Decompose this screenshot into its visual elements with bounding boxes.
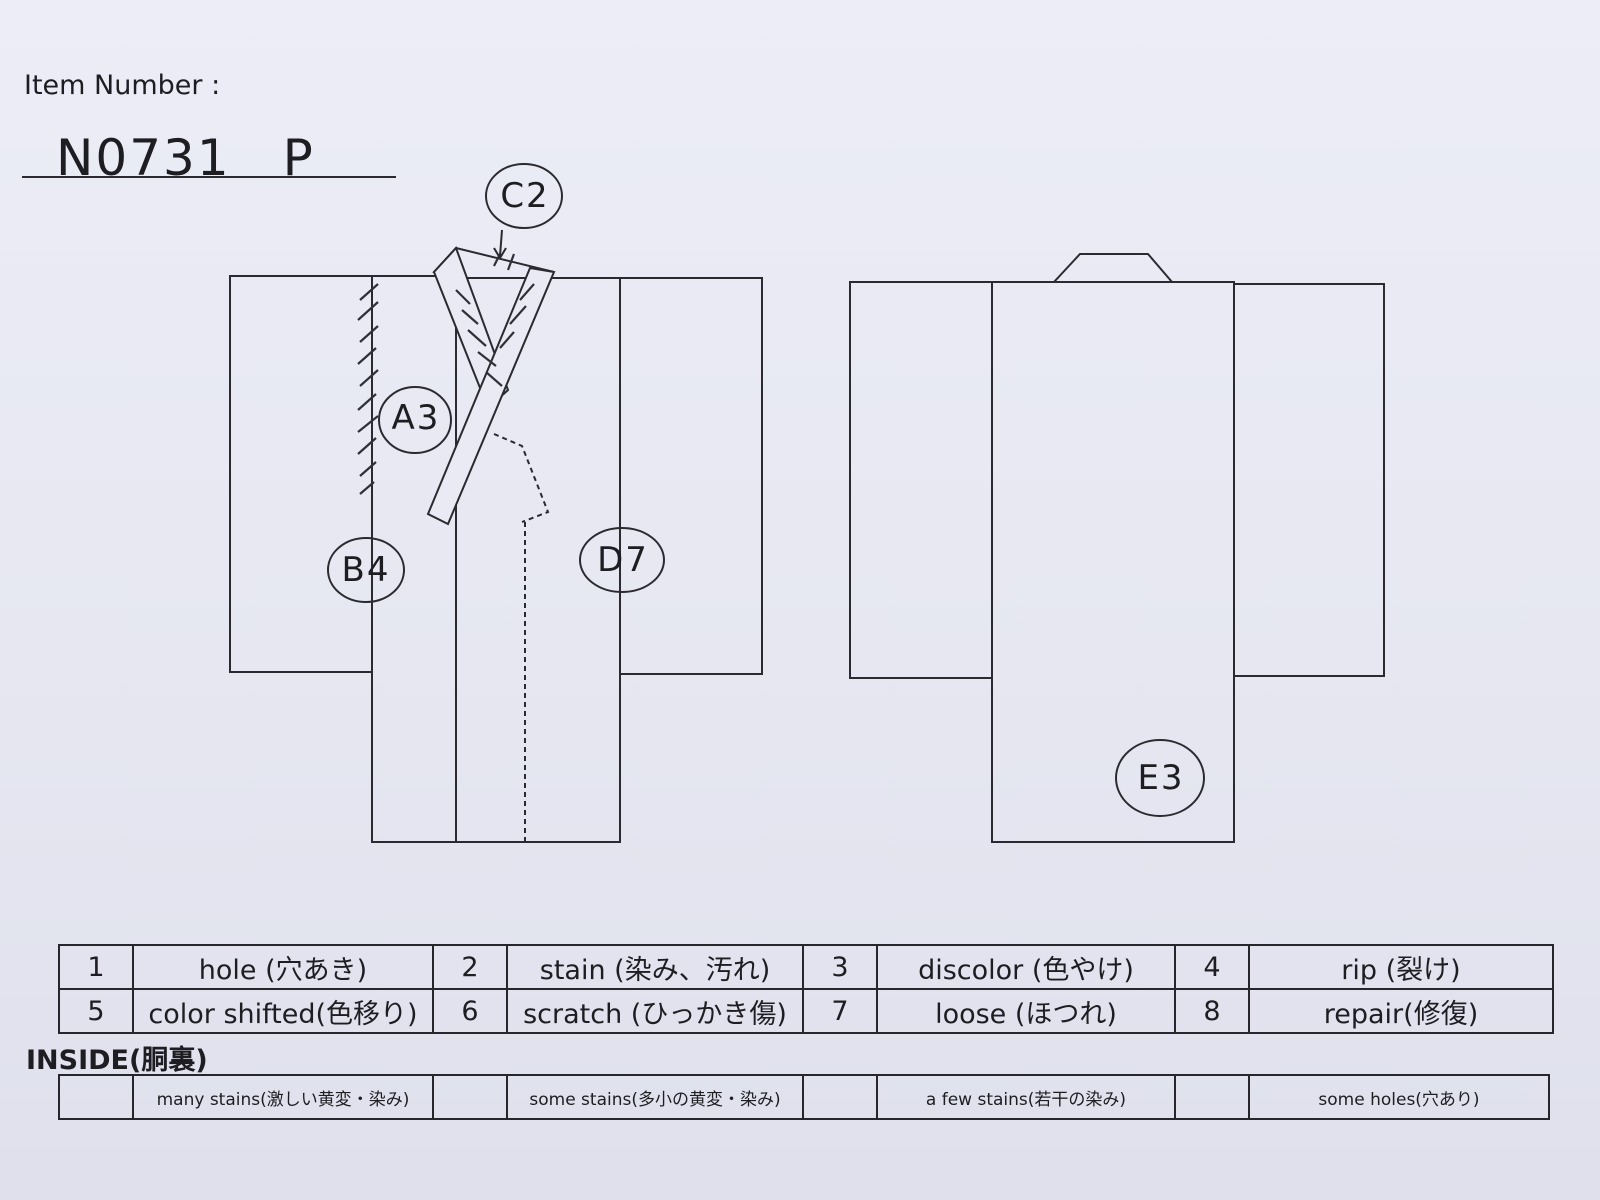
- back-right-sleeve: [1233, 283, 1385, 677]
- back-view-drawing: [849, 253, 1385, 843]
- front-right-panel: [530, 277, 621, 843]
- inside-option-some-stains: some stains(多小の黄変・染み): [506, 1074, 804, 1120]
- annotation-e3: E3: [1137, 758, 1185, 798]
- legend-number: 1: [58, 944, 134, 990]
- legend-label: stain (染み、汚れ): [506, 944, 804, 990]
- item-number-underline: [22, 176, 396, 178]
- annotation-circle-d7: [579, 527, 665, 593]
- legend-row: 1 hole (穴あき) 2 stain (染み、汚れ) 3 discolor …: [58, 944, 1554, 990]
- legend-label: scratch (ひっかき傷): [506, 988, 804, 1034]
- legend-label: discolor (色やけ): [876, 944, 1176, 990]
- front-right-sleeve: [619, 277, 763, 675]
- annotation-circle-b4: [327, 537, 405, 603]
- annotation-d7: D7: [597, 540, 649, 580]
- annotation-b4: B4: [341, 550, 391, 590]
- legend-label: repair(修復): [1248, 988, 1554, 1034]
- legend-number: 5: [58, 988, 134, 1034]
- inside-option-some-holes: some holes(穴あり): [1248, 1074, 1550, 1120]
- front-collar-band: [426, 266, 556, 526]
- inside-section-title: INSIDE(胴裏): [26, 1045, 208, 1076]
- inside-condition-table: many stains(激しい黄変・染み) some stains(多小の黄変・…: [58, 1074, 1550, 1120]
- inside-checkbox-some-stains[interactable]: [432, 1074, 508, 1120]
- back-collar: [1051, 253, 1175, 283]
- legend-number: 2: [432, 944, 508, 990]
- damage-legend-table: 1 hole (穴あき) 2 stain (染み、汚れ) 3 discolor …: [58, 944, 1554, 1034]
- legend-label: loose (ほつれ): [876, 988, 1176, 1034]
- legend-number: 4: [1174, 944, 1250, 990]
- item-number-label: Item Number :: [24, 70, 221, 101]
- legend-number: 8: [1174, 988, 1250, 1034]
- inside-row: many stains(激しい黄変・染み) some stains(多小の黄変・…: [58, 1074, 1550, 1120]
- annotation-circle-e3: [1115, 739, 1205, 817]
- inside-option-many-stains: many stains(激しい黄変・染み): [132, 1074, 434, 1120]
- inside-checkbox-few-stains[interactable]: [802, 1074, 878, 1120]
- annotation-a3: A3: [391, 398, 441, 438]
- front-view-drawing: [229, 229, 763, 843]
- legend-label: color shifted(色移り): [132, 988, 434, 1034]
- legend-number: 6: [432, 988, 508, 1034]
- inside-checkbox-some-holes[interactable]: [1174, 1074, 1250, 1120]
- legend-label: rip (裂け): [1248, 944, 1554, 990]
- inside-checkbox-many-stains[interactable]: [58, 1074, 134, 1120]
- legend-number: 7: [802, 988, 878, 1034]
- annotation-c2: C2: [500, 176, 550, 216]
- inside-option-few-stains: a few stains(若干の染み): [876, 1074, 1176, 1120]
- legend-row: 5 color shifted(色移り) 6 scratch (ひっかき傷) 7…: [58, 988, 1554, 1034]
- legend-label: hole (穴あき): [132, 944, 434, 990]
- annotation-circle-c2: [485, 163, 563, 229]
- legend-number: 3: [802, 944, 878, 990]
- back-left-sleeve: [849, 281, 993, 679]
- front-left-sleeve: [229, 275, 373, 673]
- annotation-circle-a3: [378, 386, 452, 454]
